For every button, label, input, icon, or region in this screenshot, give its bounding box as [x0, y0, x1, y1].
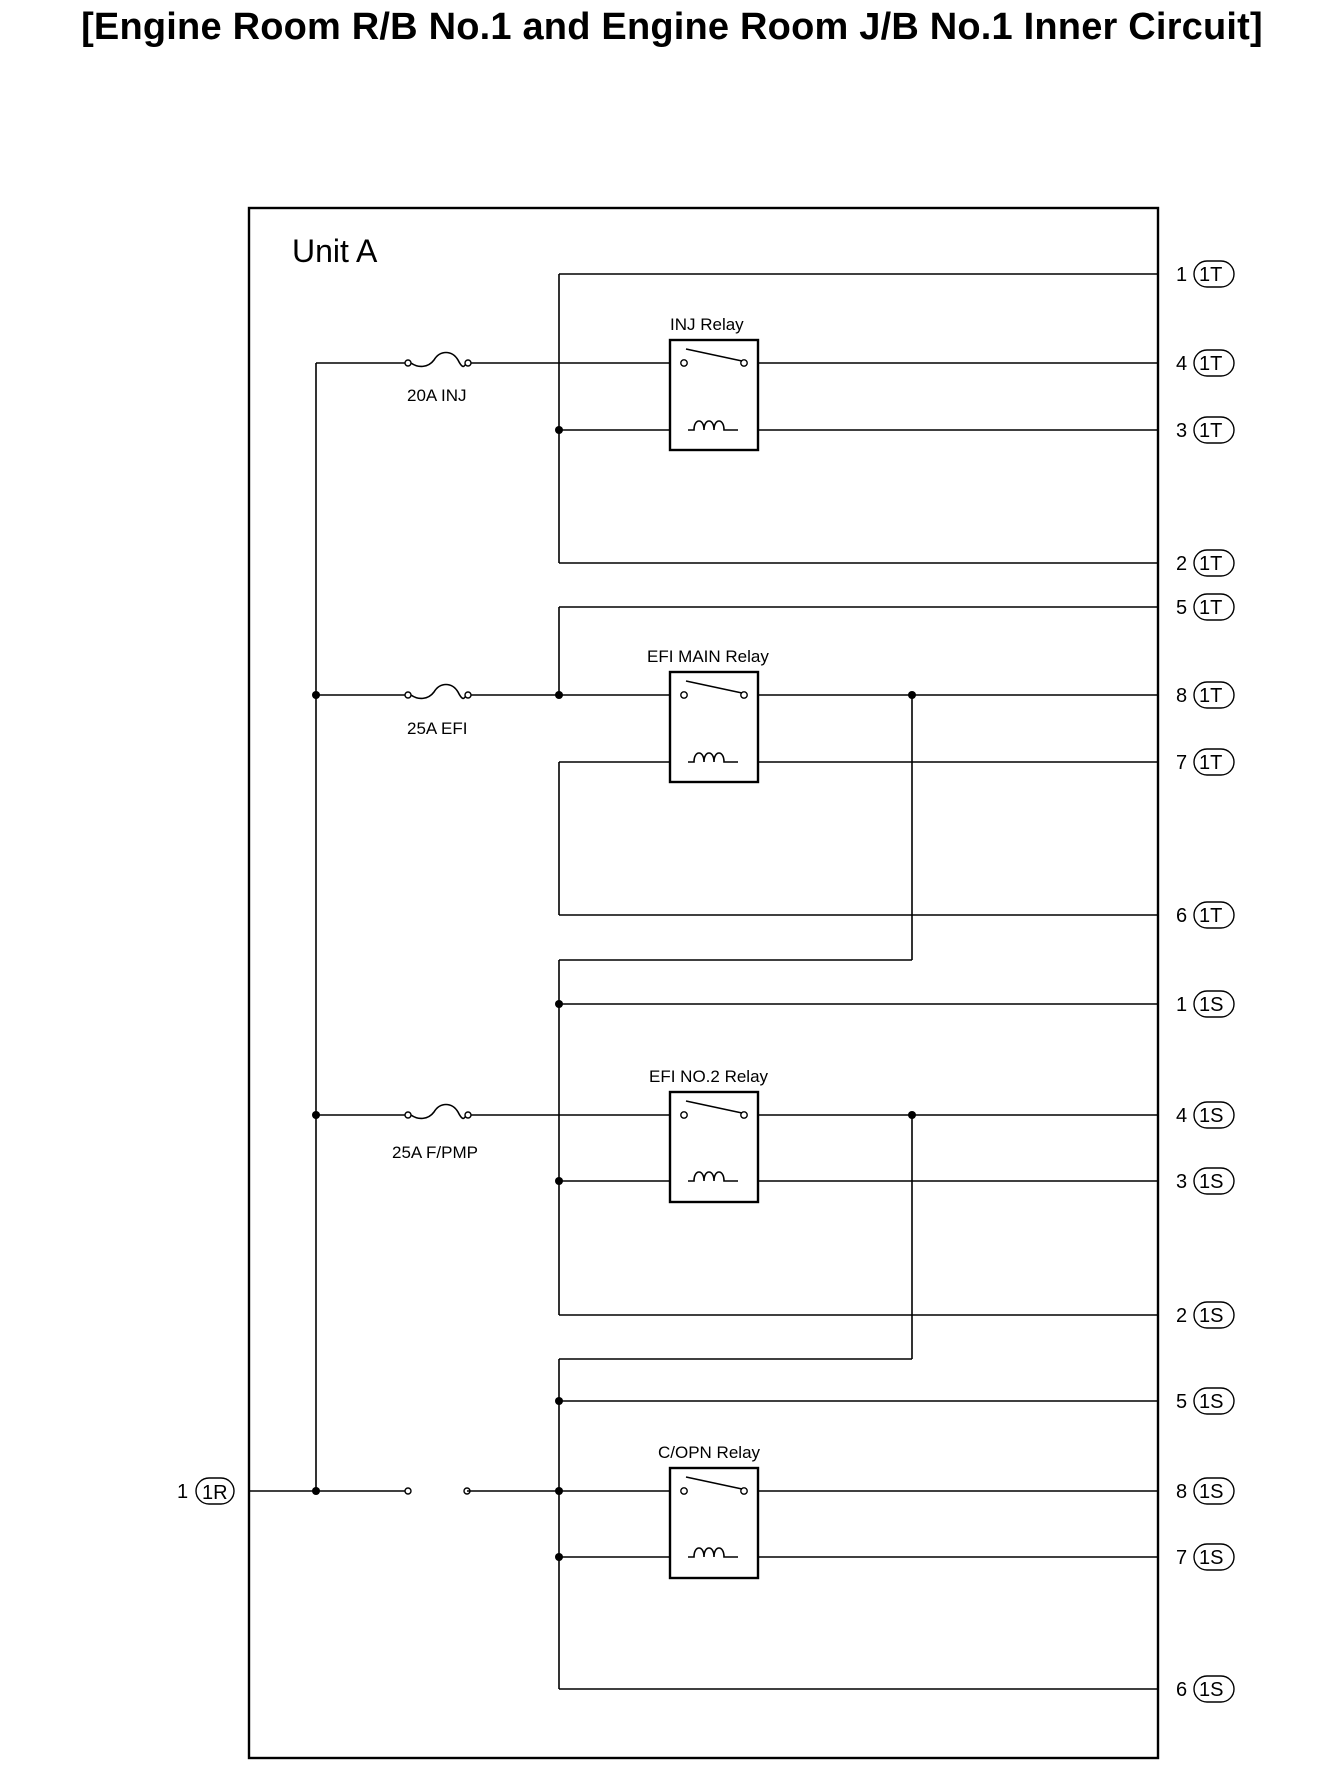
output-terminal: 8 1T: [1176, 681, 1235, 709]
connector-outline: [1193, 748, 1235, 776]
junction-dot: [555, 426, 563, 434]
pin-number: 1: [1176, 264, 1187, 286]
connector-code: 1T: [1199, 752, 1222, 774]
output-terminal: 6 1T: [1176, 901, 1235, 929]
connector-code: 1S: [1199, 1547, 1223, 1569]
pin-number: 2: [1176, 1305, 1187, 1327]
pin-number: 5: [1176, 1391, 1187, 1413]
relay-label: EFI NO.2 Relay: [649, 1067, 769, 1086]
connector-outline: [1193, 681, 1235, 709]
connector-outline: [1193, 593, 1235, 621]
connector-outline: [1193, 1301, 1235, 1329]
connector-outline: [1193, 1477, 1235, 1505]
connector-code: 1S: [1199, 1481, 1223, 1503]
efi-main-relay: [668, 670, 760, 784]
connector-code: 1S: [1199, 1171, 1223, 1193]
output-terminal: 5 1S: [1176, 1387, 1235, 1415]
connector-outline: [1193, 1543, 1235, 1571]
output-terminal: 7 1T: [1176, 748, 1235, 776]
input-terminal-1-1r: 1 1R: [177, 1477, 235, 1505]
copn-relay: [668, 1466, 760, 1580]
pin-number: 2: [1176, 553, 1187, 575]
fuse-25a-efi: [404, 683, 472, 700]
connector-code: 1T: [1199, 685, 1222, 707]
efi-no2-relay: [668, 1090, 760, 1204]
pin-number: 8: [1176, 685, 1187, 707]
pin-number: 4: [1176, 353, 1187, 375]
pin-number: 7: [1176, 1547, 1187, 1569]
fuse-label: 20A INJ: [407, 386, 467, 405]
connector-outline: [1193, 990, 1235, 1018]
connector-code: 1S: [1199, 1391, 1223, 1413]
pin-number: 1: [177, 1481, 188, 1503]
connector-code: 1T: [1199, 597, 1222, 619]
pin-number: 6: [1176, 1679, 1187, 1701]
output-terminal: 3 1T: [1176, 416, 1235, 444]
fuse-label: 25A EFI: [407, 719, 467, 738]
connector-outline: [1193, 1101, 1235, 1129]
fuse-label: 25A F/PMP: [392, 1143, 478, 1162]
connector-outline: [1193, 1167, 1235, 1195]
connector-outline: [1193, 260, 1235, 288]
relay-label: INJ Relay: [670, 315, 744, 334]
output-terminal: 4 1S: [1176, 1101, 1235, 1129]
output-terminal: 1 1S: [1176, 990, 1235, 1018]
pin-number: 3: [1176, 420, 1187, 442]
output-terminal: 8 1S: [1176, 1477, 1235, 1505]
pin-number: 3: [1176, 1171, 1187, 1193]
connector-outline: [1193, 1675, 1235, 1703]
pin-number: 1: [1176, 994, 1187, 1016]
junction-dot: [312, 691, 320, 699]
output-terminal: 4 1T: [1176, 349, 1235, 377]
connector-code: 1S: [1199, 1105, 1223, 1127]
connector-outline: [1193, 1387, 1235, 1415]
connector-code: 1S: [1199, 1679, 1223, 1701]
connector-outline: [1193, 416, 1235, 444]
connector-outline: [1193, 349, 1235, 377]
output-terminal: 1 1T: [1176, 260, 1235, 288]
inj-relay: [668, 338, 760, 452]
pin-number: 8: [1176, 1481, 1187, 1503]
open-contact: [404, 1487, 412, 1495]
output-terminal: 2 1T: [1176, 549, 1235, 577]
output-terminal: 6 1S: [1176, 1675, 1235, 1703]
output-terminal: 2 1S: [1176, 1301, 1235, 1329]
connector-code: 1T: [1199, 353, 1222, 375]
connector-code: 1S: [1199, 1305, 1223, 1327]
pin-number: 6: [1176, 905, 1187, 927]
junction-dot: [312, 1111, 320, 1119]
fuse-25a-f-pmp: [404, 1103, 472, 1120]
connector-code: 1T: [1199, 420, 1222, 442]
pin-number: 4: [1176, 1105, 1187, 1127]
connector-code: 1T: [1199, 905, 1222, 927]
output-terminal: 5 1T: [1176, 593, 1235, 621]
unit-label: Unit A: [292, 233, 378, 269]
connector-code: 1R: [202, 1482, 228, 1504]
page-title: [Engine Room R/B No.1 and Engine Room J/…: [81, 6, 1263, 48]
connector-code: 1S: [1199, 994, 1223, 1016]
connector-outline: [1193, 901, 1235, 929]
relay-label: EFI MAIN Relay: [647, 647, 769, 666]
pin-number: 5: [1176, 597, 1187, 619]
relay-label: C/OPN Relay: [658, 1443, 761, 1462]
connector-outline: [1193, 549, 1235, 577]
connector-code: 1T: [1199, 553, 1222, 575]
junction-dot: [312, 1487, 320, 1495]
output-terminal: 3 1S: [1176, 1167, 1235, 1195]
output-terminal: 7 1S: [1176, 1543, 1235, 1571]
connector-code: 1T: [1199, 264, 1222, 286]
pin-number: 7: [1176, 752, 1187, 774]
